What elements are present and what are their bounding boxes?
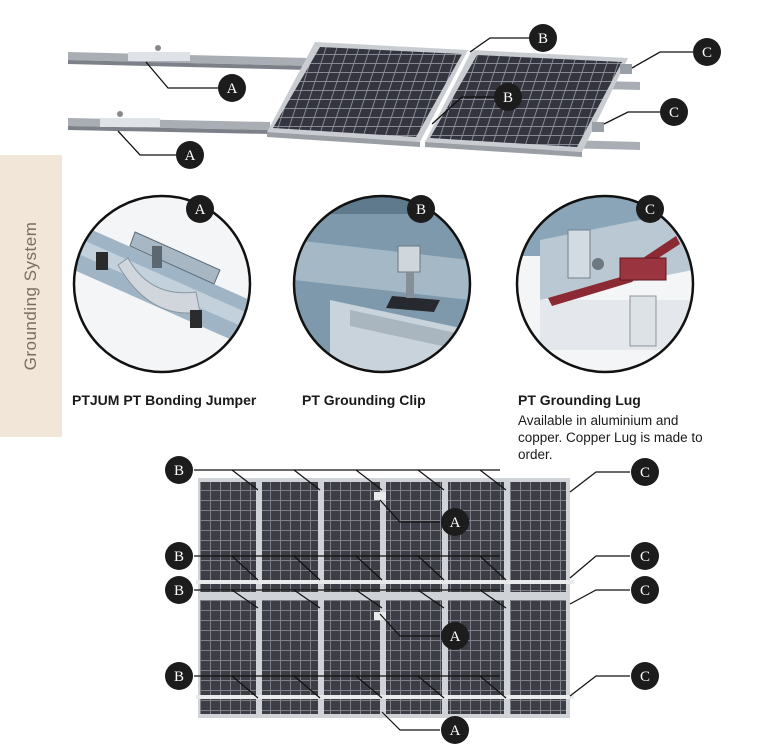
svg-text:A: A [450,629,461,645]
product-description-grounding-lug: Available in aluminium and copper. Coppe… [518,413,703,462]
product-title-grounding-clip: PT Grounding Clip [302,392,426,408]
detail-circle-b [292,194,472,374]
callout-a: A [441,716,469,744]
svg-text:B: B [503,90,513,106]
svg-text:B: B [538,31,548,47]
svg-text:C: C [640,583,650,599]
svg-text:B: B [174,583,184,599]
top-array-illustration [68,42,640,157]
callout-b: B [529,24,557,52]
product-title-grounding-lug: PT Grounding Lug [518,392,641,408]
detail-circle-a [72,194,252,374]
svg-text:C: C [640,465,650,481]
callout-b: B [165,542,193,570]
callout-c: C [631,662,659,690]
bottom-leader-lines [194,469,630,731]
callout-c: C [693,38,721,66]
detail-circle-c [515,194,695,374]
side-tab: Grounding System [0,155,62,437]
svg-text:C: C [640,549,650,565]
product-title-bonding-jumper: PTJUM PT Bonding Jumper [72,392,257,408]
bottom-array-illustration [196,478,574,718]
callout-a: A [186,195,214,223]
svg-text:A: A [450,723,461,739]
callout-c: C [631,458,659,486]
svg-text:B: B [174,669,184,685]
callout-badges: B B C C A A A B C B B B B A A A C C C C [165,24,721,744]
svg-text:A: A [185,148,196,164]
callout-b: B [165,456,193,484]
svg-text:B: B [174,463,184,479]
callout-c: C [631,542,659,570]
svg-text:A: A [195,202,206,218]
svg-text:C: C [702,45,712,61]
callout-a: A [441,508,469,536]
callout-a: A [176,141,204,169]
svg-text:A: A [450,515,461,531]
svg-text:B: B [416,202,426,218]
callout-a: A [441,622,469,650]
svg-text:C: C [640,669,650,685]
top-leader-lines [117,37,693,156]
callout-c: C [660,98,688,126]
svg-text:C: C [669,105,679,121]
svg-text:C: C [645,202,655,218]
callout-c: C [631,576,659,604]
svg-text:B: B [174,549,184,565]
callout-b: B [494,83,522,111]
callout-c: C [636,195,664,223]
callout-b: B [165,576,193,604]
callout-a: A [218,74,246,102]
callout-b: B [407,195,435,223]
svg-text:A: A [227,81,238,97]
callout-b: B [165,662,193,690]
